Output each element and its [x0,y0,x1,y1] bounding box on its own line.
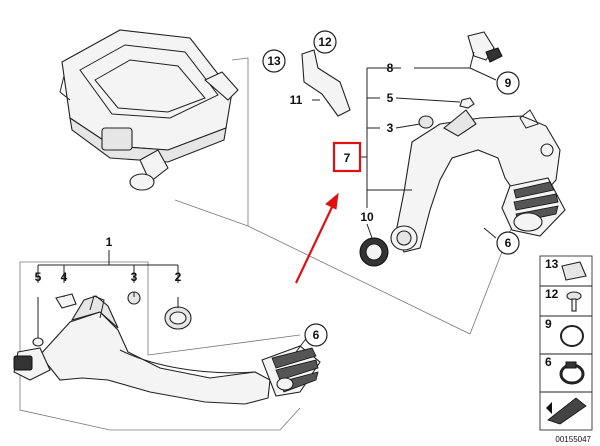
callout-13-circle [262,49,286,73]
small-parts-upper [301,31,503,267]
callouts: 1 2 3 4 5 6 13 12 11 8 9 5 3 7 10 6 [35,30,520,347]
legend-6: 6 [545,355,552,369]
diagram-id: 00155047 [555,435,591,444]
small-parts-lower [32,291,192,347]
callout-12: 12 [318,35,332,49]
bellows-hose-upper [501,177,566,237]
callout-6-upper-circle [496,231,520,255]
legend-9: 9 [545,317,552,331]
callout-10: 10 [360,210,374,224]
air-filter-housing [59,29,239,191]
callout-6-upper: 6 [505,236,512,250]
highlight-arrow [295,192,339,284]
legend-frame [539,255,593,431]
callout-5-lower: 5 [35,270,42,284]
callout-7: 7 [344,151,351,165]
callout-9-circle [496,71,520,95]
lower-intake-pipe [13,295,271,405]
callout-12-circle [313,30,337,54]
callout-8: 8 [387,61,394,75]
highlight-box-7 [332,141,362,173]
callout-6-lower-circle [304,323,328,347]
legend-12: 12 [545,287,559,301]
callout-5-upper: 5 [387,91,394,105]
callout-1: 1 [106,235,113,249]
upper-intake-pipe [390,109,561,253]
callout-9: 9 [505,76,512,90]
parts-legend: 13 12 9 6 [539,255,593,431]
callout-4: 4 [61,270,68,284]
callout-3-lower: 3 [131,270,138,284]
callout-2: 2 [175,270,182,284]
legend-13: 13 [545,257,559,271]
gasket-sheet-icon [547,397,587,425]
callout-13: 13 [267,54,281,68]
callout-11: 11 [290,93,303,107]
callout-6-lower: 6 [313,328,320,342]
o-ring-icon [560,325,584,347]
clip-icon [561,261,587,281]
callout-3-upper: 3 [387,121,394,135]
bellows-hose-lower [261,345,321,397]
leader-lines [37,51,497,353]
